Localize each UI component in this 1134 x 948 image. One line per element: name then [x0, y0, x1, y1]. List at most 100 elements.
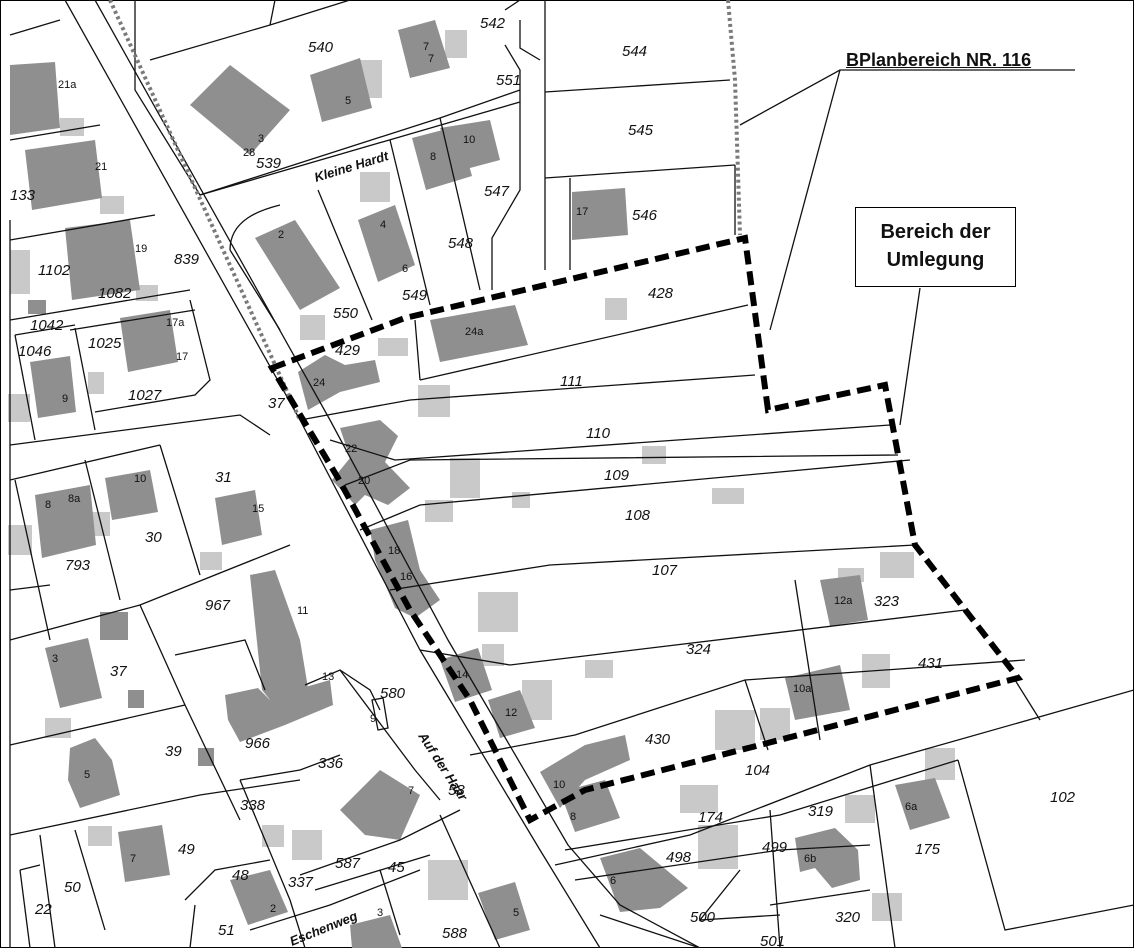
plot-31: 31	[215, 469, 232, 486]
plot-45: 45	[388, 859, 405, 876]
plot-50: 50	[64, 879, 81, 896]
house-number: 6	[402, 263, 408, 275]
house-number: 4	[380, 219, 386, 231]
plot-336: 336	[318, 755, 344, 772]
house-number: 10	[463, 134, 475, 146]
plot-110: 110	[586, 425, 611, 442]
plot-49: 49	[178, 841, 195, 858]
plot-107: 107	[652, 562, 678, 579]
house-number: 5	[513, 907, 519, 919]
house-number: 8	[570, 811, 576, 823]
plot-174: 174	[698, 809, 723, 826]
plot-549: 549	[402, 287, 428, 304]
callout-leaders	[739, 69, 1075, 426]
plot-111: 111	[560, 373, 583, 390]
house-number: 7	[408, 785, 414, 797]
plot-967: 967	[205, 597, 231, 614]
auxiliary-buildings	[8, 30, 955, 921]
plot-539: 539	[256, 155, 282, 172]
house-number: 5	[84, 769, 90, 781]
plot-104: 104	[745, 762, 770, 779]
plot-430: 430	[645, 731, 671, 748]
plot-37-south: 37	[110, 663, 127, 680]
plot-544: 544	[622, 43, 647, 60]
main-buildings	[10, 20, 950, 948]
house-number: 22	[345, 443, 357, 455]
plot-540: 540	[308, 39, 334, 56]
house-number: 6b	[804, 853, 816, 865]
bplan-boundary	[108, 0, 742, 421]
plot-numbers: 542 544 540 551 545 539 547 546 548 133 …	[10, 15, 1076, 948]
house-number: 7	[428, 53, 434, 65]
house-number: 8	[430, 151, 436, 163]
house-number: 9	[370, 713, 376, 725]
umlegung-label-line2: Umlegung	[886, 249, 985, 271]
bplan-area-label: BPlanbereich NR. 116	[846, 50, 1032, 70]
parcel-boundaries	[9, 0, 1134, 948]
house-number: 17	[176, 351, 188, 363]
plot-580: 580	[380, 685, 406, 702]
house-number: 24	[313, 377, 325, 389]
plot-102: 102	[1050, 789, 1076, 806]
plot-1042: 1042	[30, 317, 64, 334]
plot-175: 175	[915, 841, 941, 858]
plot-500: 500	[690, 909, 716, 926]
plot-30: 30	[145, 529, 162, 546]
plot-588: 588	[442, 925, 468, 942]
house-numbers: 7 7 21a 5 3 28 10 8 21 17 2 4 6 19 24a 1…	[45, 41, 918, 919]
plot-22: 22	[34, 901, 52, 918]
house-number: 20	[358, 475, 370, 487]
plot-498: 498	[666, 849, 692, 866]
house-number: 16	[400, 571, 412, 583]
house-number: 12	[505, 707, 517, 719]
plot-1082: 1082	[98, 285, 132, 302]
plot-429: 429	[335, 342, 361, 359]
house-number: 19	[135, 243, 147, 255]
house-number: 2	[270, 903, 276, 915]
plot-51: 51	[218, 922, 235, 939]
plot-338: 338	[240, 797, 266, 814]
plot-133: 133	[10, 187, 36, 204]
house-number: 13	[322, 671, 334, 683]
house-number: 10a	[793, 683, 812, 695]
plot-545: 545	[628, 122, 654, 139]
house-number: 21a	[58, 79, 77, 91]
house-number: 12a	[834, 595, 853, 607]
plot-109: 109	[604, 467, 630, 484]
plot-319: 319	[808, 803, 834, 820]
plot-501: 501	[760, 933, 785, 948]
house-number: 14	[456, 669, 468, 681]
house-number: 17a	[166, 317, 185, 329]
house-number: 21	[95, 161, 107, 173]
plot-1027: 1027	[128, 387, 162, 404]
plot-428: 428	[648, 285, 674, 302]
house-number: 24a	[465, 326, 484, 338]
house-number: 18	[388, 545, 400, 557]
house-number: 3	[258, 133, 264, 145]
plot-1025: 1025	[88, 335, 122, 352]
plot-499: 499	[762, 839, 788, 856]
plot-1046: 1046	[18, 343, 52, 360]
umlegung-boundary	[267, 234, 1024, 825]
plot-547: 547	[484, 183, 510, 200]
house-number: 6a	[905, 801, 918, 813]
plot-587: 587	[335, 855, 361, 872]
house-number: 17	[576, 206, 588, 218]
umlegung-area-label: Bereich der Umlegung	[855, 207, 1016, 287]
plot-1102: 1102	[38, 262, 71, 279]
plot-550: 550	[333, 305, 359, 322]
house-number: 2	[278, 229, 284, 241]
plot-793: 793	[65, 557, 91, 574]
plot-542: 542	[480, 15, 506, 32]
house-number: 11	[297, 605, 308, 617]
umlegung-label-line1: Bereich der	[880, 221, 991, 243]
plot-548: 548	[448, 235, 474, 252]
house-number: 5	[345, 95, 351, 107]
plot-48: 48	[232, 867, 249, 884]
house-number: 28	[243, 147, 255, 159]
plot-546: 546	[632, 207, 658, 224]
plot-337: 337	[288, 874, 314, 891]
plot-431: 431	[918, 655, 943, 672]
plot-37-north: 37	[268, 395, 285, 412]
